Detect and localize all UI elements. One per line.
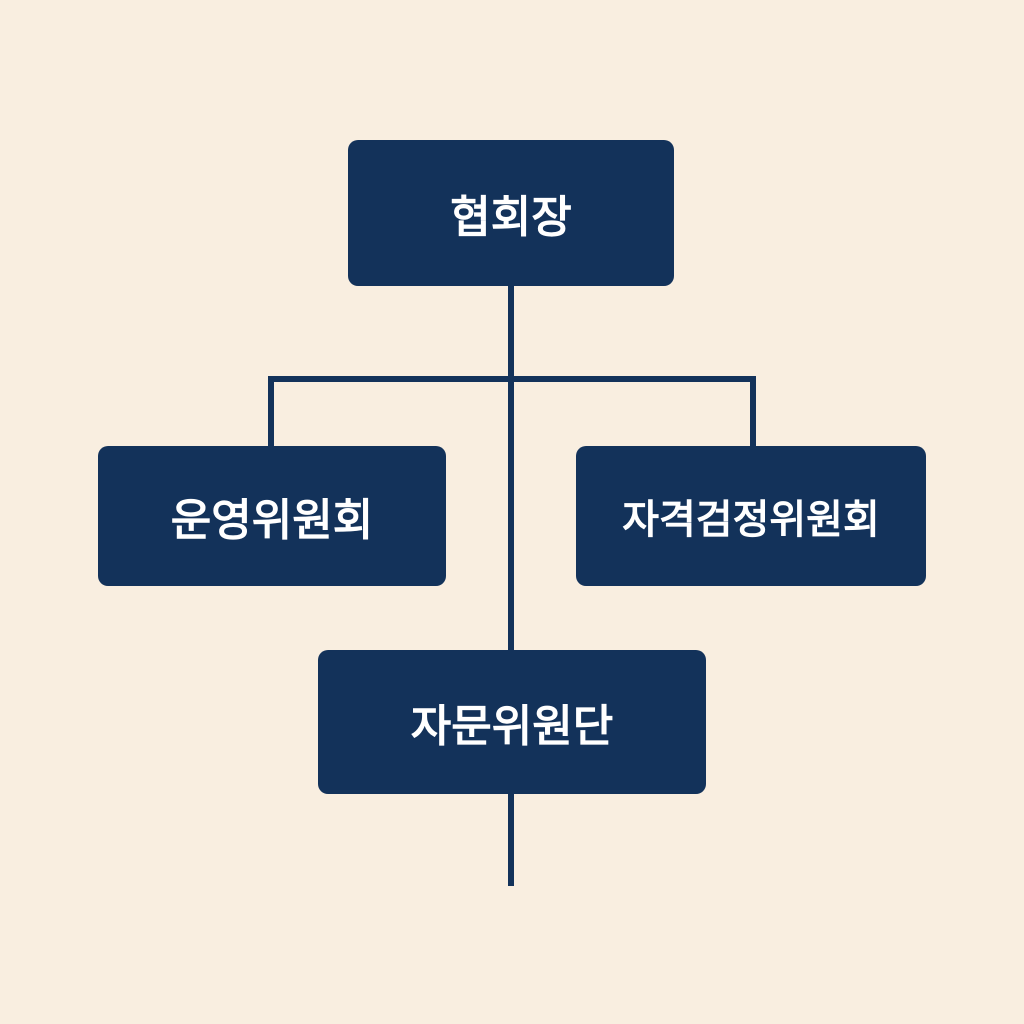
connector-right-drop [750,376,756,448]
node-right-label: 자격검정위원회 [622,497,880,543]
connector-root-trunk [508,284,514,652]
connector-horizontal-branch [268,376,756,382]
node-left-label: 운영위원회 [170,495,374,546]
node-left: 운영위원회 [98,446,446,586]
node-root-label: 협회장 [450,192,572,243]
node-bottom: 자문위원단 [318,650,706,794]
connector-left-drop [268,376,274,448]
node-root: 협회장 [348,140,674,286]
connector-bottom-tail [508,790,514,886]
node-bottom-label: 자문위원단 [410,701,614,752]
node-right: 자격검정위원회 [576,446,926,586]
